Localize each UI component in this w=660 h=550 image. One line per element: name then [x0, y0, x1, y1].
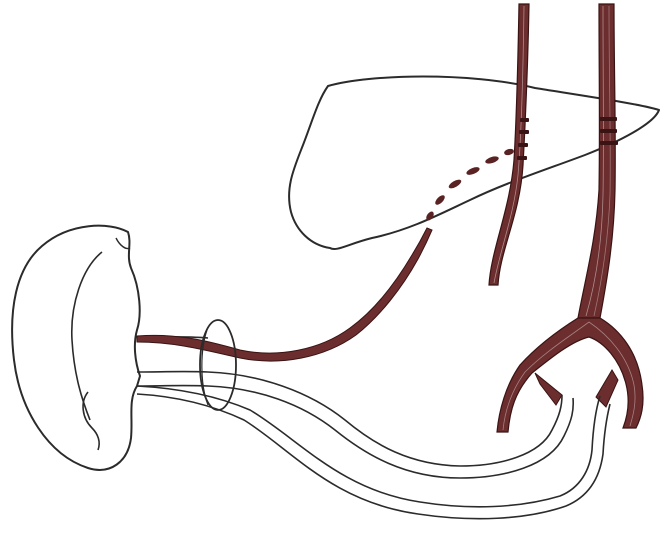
intrahepatic-dashed-segment: [425, 148, 515, 222]
spleen-top-notch: [116, 238, 130, 249]
lower-vessel-outer: [137, 386, 600, 507]
spleen-inner-crease-2: [83, 392, 99, 450]
aorta: [578, 4, 615, 318]
left-internal-iliac-stub: [535, 373, 562, 405]
right-internal-iliac-stub: [596, 370, 618, 407]
spleen-outline: [12, 226, 140, 470]
light-vessel-inner: [208, 386, 573, 478]
iliac-bifurcation: [497, 318, 643, 432]
dark-graft-vessel: [137, 228, 432, 361]
